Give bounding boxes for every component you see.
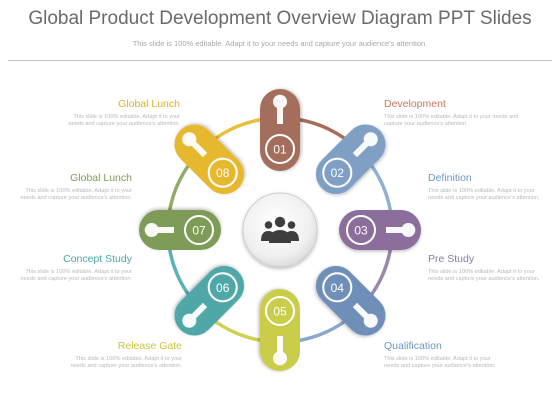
- label-description: This slide is 100% editable. Adapt it to…: [428, 269, 540, 283]
- segment-04: [315, 265, 386, 336]
- number-circle: [346, 215, 376, 245]
- label-concept-study: Concept Study This slide is 100% editabl…: [0, 253, 132, 284]
- label-description: This slide is 100% editable. Adapt it to…: [68, 114, 180, 128]
- label-qualification: Qualification This slide is 100% editabl…: [384, 340, 534, 371]
- segment-01: [260, 89, 300, 171]
- segment-pill: [315, 124, 386, 195]
- label-description: This slide is 100% editable. Adapt it to…: [428, 188, 540, 202]
- label-release-gate: Release Gate This slide is 100% editable…: [32, 340, 182, 371]
- segment-number: 06: [216, 281, 230, 295]
- label-title: Development: [384, 98, 446, 110]
- number-circle: [322, 272, 353, 303]
- label-global-lunch-mid: Global Lunch This slide is 100% editable…: [0, 172, 132, 203]
- connector-shape: [352, 302, 378, 328]
- label-title: Pre Study: [428, 253, 475, 265]
- segment-06: [174, 265, 245, 336]
- label-development: Development This slide is 100% editable.…: [384, 98, 534, 129]
- segment-07: [139, 210, 221, 250]
- label-description: This slide is 100% editable. Adapt it to…: [20, 188, 132, 202]
- segment-number: 05: [273, 305, 287, 319]
- number-circle: [265, 296, 295, 326]
- segments: 01 02 03 04 05 06 07 08: [139, 89, 421, 371]
- slide-title: Global Product Development Overview Diag…: [28, 8, 532, 29]
- segment-03: [339, 210, 421, 250]
- segment-number: 03: [354, 224, 368, 238]
- segment-number: 08: [216, 166, 230, 180]
- label-title: Global Lunch: [118, 98, 180, 110]
- label-title: Concept Study: [63, 253, 132, 265]
- header-divider: [8, 60, 552, 61]
- connector-shape: [273, 94, 287, 124]
- connector-shape: [182, 132, 208, 158]
- number-circle: [322, 157, 353, 188]
- connector-shape: [144, 223, 174, 237]
- label-description: This slide is 100% editable. Adapt it to…: [384, 356, 496, 370]
- label-definition: Definition This slide is 100% editable. …: [428, 172, 560, 203]
- label-description: This slide is 100% editable. Adapt it to…: [20, 269, 132, 283]
- label-title: Definition: [428, 172, 472, 184]
- segment-number: 04: [331, 281, 345, 295]
- label-description: This slide is 100% editable. Adapt it to…: [384, 114, 519, 128]
- label-description: This slide is 100% editable. Adapt it to…: [70, 356, 182, 370]
- connector-shape: [386, 223, 416, 237]
- label-global-lunch-top: Global Lunch This slide is 100% editable…: [30, 98, 180, 129]
- segment-pill: [174, 265, 245, 336]
- people-group-icon: [261, 216, 299, 243]
- label-title: Global Lunch: [70, 172, 132, 184]
- number-circle: [207, 272, 238, 303]
- segment-number: 01: [273, 143, 287, 157]
- segment-08: [174, 124, 245, 195]
- number-circle: [207, 157, 238, 188]
- segment-number: 07: [192, 224, 206, 238]
- number-circle: [265, 134, 295, 164]
- segment-02: [315, 124, 386, 195]
- label-title: Release Gate: [117, 340, 182, 352]
- connector-shape: [182, 302, 208, 328]
- segment-05: [260, 289, 300, 371]
- slide-subtitle: This slide is 100% editable. Adapt it to…: [132, 39, 428, 48]
- segment-pill: [315, 265, 386, 336]
- label-title: Qualification: [384, 340, 442, 352]
- segment-pill: [174, 124, 245, 195]
- connector-shape: [273, 336, 287, 366]
- connector-shape: [352, 132, 378, 158]
- label-pre-study: Pre Study This slide is 100% editable. A…: [428, 253, 560, 284]
- number-circle: [184, 215, 214, 245]
- segment-number: 02: [331, 166, 345, 180]
